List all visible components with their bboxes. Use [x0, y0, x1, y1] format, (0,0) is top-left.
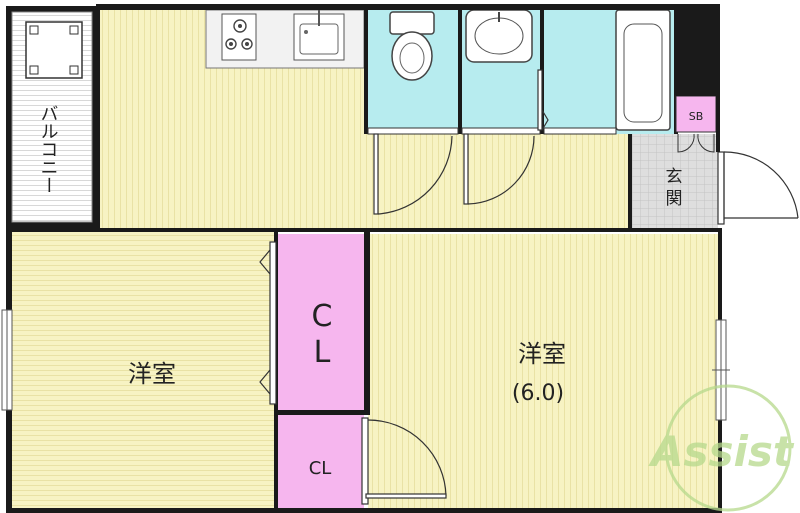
bathtub-icon [615, 9, 671, 131]
western-room-2-label: 洋室 [518, 340, 566, 368]
western-room-1-label: 洋室 [128, 360, 176, 388]
left-window [1, 309, 13, 411]
western-room-1 [12, 232, 274, 508]
entrance-label-2: 関 [666, 189, 683, 209]
closet-large-label-2: L [314, 335, 331, 370]
wash-basin-icon [465, 9, 533, 63]
assist-watermark: Assist [648, 384, 795, 512]
kitchen-sink-icon [293, 10, 345, 61]
toilet-door[interactable] [373, 133, 453, 215]
entrance-label-1: 玄 [666, 167, 683, 187]
front-door[interactable] [717, 151, 799, 225]
washroom-door[interactable] [463, 133, 535, 205]
closet-large-folding-doors[interactable] [259, 241, 277, 405]
washroom [462, 8, 540, 134]
right-window [712, 319, 730, 421]
closet-small-label: CL [309, 458, 332, 479]
wet-area-door-frames [367, 127, 617, 135]
closet-large: C L [278, 234, 366, 410]
stove-icon [221, 13, 257, 61]
western-room-2-size: (6.0) [512, 381, 564, 406]
western-room-2 [368, 234, 718, 508]
toilet-room [366, 8, 458, 134]
kitchen-counter [205, 9, 365, 69]
bathroom-folding-door[interactable] [537, 69, 549, 131]
aircon-unit-icon [25, 21, 83, 79]
entrance: SB 玄 関 [632, 95, 799, 228]
balcony-label: バルコニー [38, 104, 59, 194]
watermark-text: Assist [648, 427, 795, 476]
bathroom [544, 8, 674, 134]
closet-small-door[interactable] [361, 417, 447, 505]
balcony: バルコニー [6, 6, 98, 228]
closet-large-label-1: C [312, 299, 333, 334]
closet-small: CL [278, 414, 364, 508]
toilet-icon [389, 11, 435, 81]
shoe-box-label: SB [689, 110, 704, 123]
shoe-box-doors[interactable] [677, 133, 715, 153]
